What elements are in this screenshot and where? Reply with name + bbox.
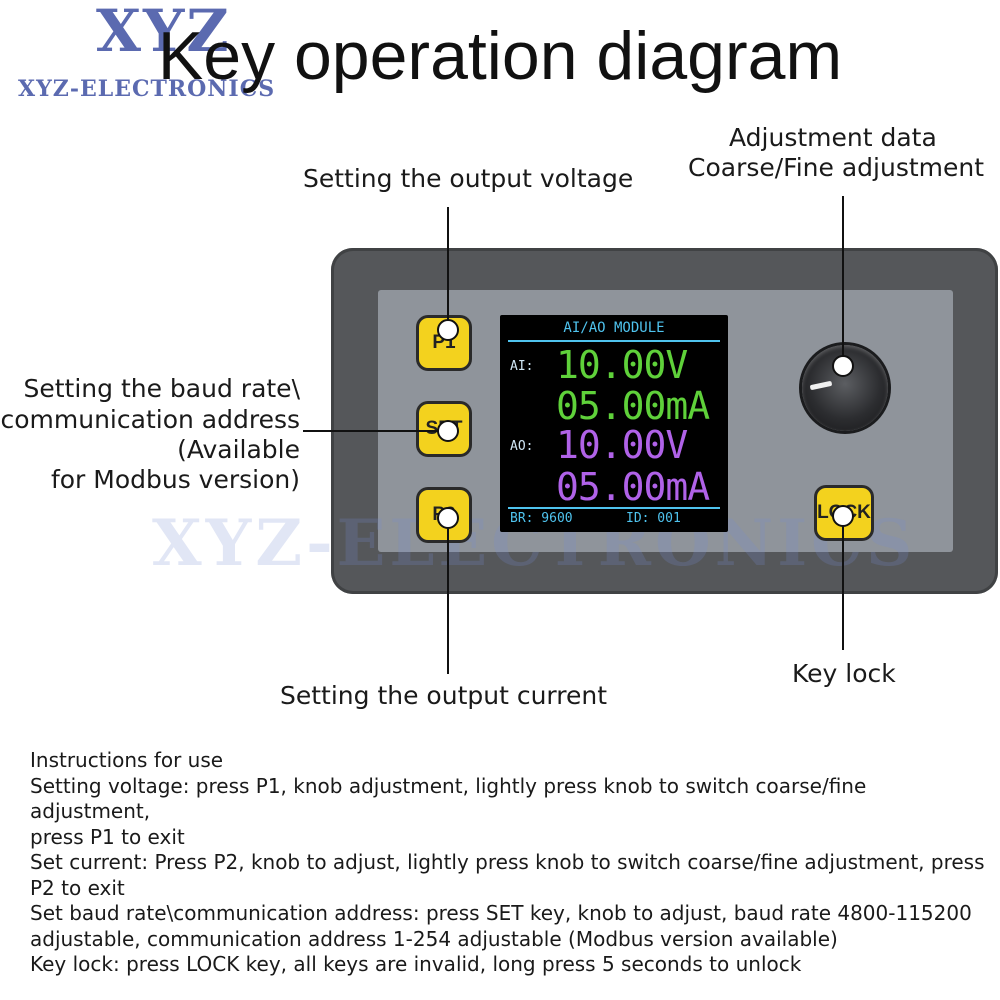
screen-header: AI/AO MODULE	[563, 320, 665, 336]
leader-line-set	[303, 430, 449, 432]
label-knob-line1: Adjustment data	[729, 123, 937, 152]
instruction-line: Key lock: press LOCK key, all keys are i…	[30, 952, 802, 976]
leader-line-p1	[447, 207, 449, 329]
ai-tag: AI:	[510, 359, 534, 374]
leader-line-knob	[842, 196, 844, 360]
marker-p1	[437, 319, 459, 341]
page-title: Key operation diagram	[157, 18, 843, 94]
ao-voltage-value: 10.00V	[556, 423, 688, 467]
instruction-line: P2 to exit	[30, 875, 125, 900]
instruction-line: press P1 to exit	[30, 824, 185, 849]
instruction-line: Set current: Press P2, knob to adjust, l…	[30, 850, 985, 874]
marker-set	[437, 420, 459, 442]
leader-line-lock	[842, 516, 844, 650]
leader-line-p2	[447, 518, 449, 674]
label-set-line1: Setting the baud rate\	[23, 374, 301, 403]
label-p1: Setting the output voltage	[303, 164, 634, 193]
marker-knob	[832, 355, 854, 377]
ao-current-value: 05.00mA	[556, 465, 710, 509]
label-set-line4: for Modbus version)	[50, 465, 300, 494]
instruction-line: Set baud rate\communication address: pre…	[30, 901, 972, 925]
ai-current-value: 05.00mA	[556, 384, 710, 428]
ai-voltage-value: 10.00V	[556, 343, 688, 387]
label-set-line2: communication address	[0, 405, 301, 434]
label-lock: Key lock	[792, 659, 896, 688]
instruction-line: Setting voltage: press P1, knob adjustme…	[30, 773, 867, 824]
baud-rate-readout: BR: 9600	[510, 511, 573, 526]
instructions-heading: Instructions for use	[30, 748, 224, 772]
screen-top-rule	[508, 340, 720, 342]
lcd-screen: AI/AO MODULE AI: 10.00V 05.00mA AO: 10.0…	[500, 315, 728, 532]
marker-p2	[437, 507, 459, 529]
marker-lock	[832, 505, 854, 527]
device-id-readout: ID: 001	[626, 511, 681, 526]
label-set-line3: (Available	[177, 435, 300, 464]
label-knob-line2: Coarse/Fine adjustment	[688, 153, 985, 182]
brand-logo: XYZ	[96, 0, 231, 65]
instruction-line: adjustable, communication address 1-254 …	[30, 926, 838, 951]
screen-bottom-rule	[508, 507, 720, 509]
ao-tag: AO:	[510, 439, 534, 454]
brand-logo-subtitle: XYZ-ELECTRONICS	[18, 76, 276, 102]
instructions-block: Instructions for use Setting voltage: pr…	[30, 748, 985, 978]
label-p2: Setting the output current	[280, 681, 608, 710]
